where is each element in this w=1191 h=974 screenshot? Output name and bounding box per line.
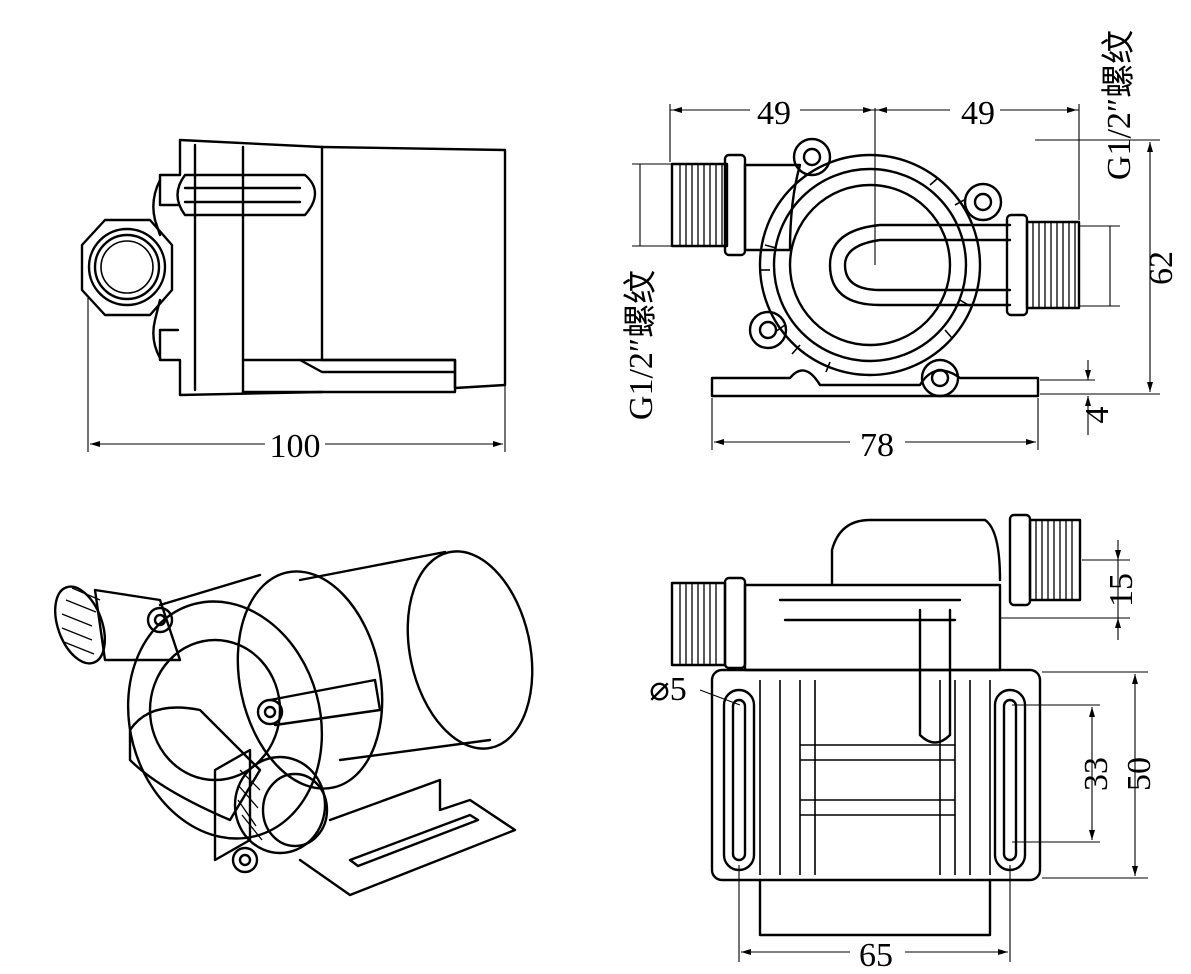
dim-base-78: 78 — [711, 398, 1039, 464]
dim-port-15: 15 — [1000, 540, 1140, 640]
dim-label-50: 50 — [1121, 757, 1158, 791]
outlet-elbow — [828, 223, 1012, 307]
mount-boss — [963, 182, 1003, 222]
pump-housing — [758, 153, 982, 377]
inlet-hex-nut — [80, 218, 174, 317]
mount-slot — [722, 688, 756, 872]
dim-hole-5: ⌀5 — [649, 671, 741, 708]
outlet-tube — [176, 173, 317, 217]
dim-label-15: 15 — [1103, 573, 1140, 607]
mount-boss — [792, 137, 832, 177]
dim-outlet-thread — [1080, 225, 1120, 307]
bottom-elbow — [830, 518, 1002, 587]
inlet-thread-note: G1/2″螺纹 — [622, 270, 660, 420]
dim-label-33: 33 — [1078, 757, 1115, 791]
dim-label-100: 100 — [270, 428, 321, 465]
bottom-base-plate — [710, 668, 1042, 882]
dim-slot-33: 33 — [1012, 704, 1115, 843]
dim-label-4: 4 — [1079, 407, 1116, 424]
mount-boss — [920, 358, 960, 398]
dim-height-62: 62 — [1035, 139, 1180, 395]
isometric-view — [54, 550, 534, 897]
mount-boss — [748, 310, 788, 350]
dim-depth-50: 50 — [1042, 671, 1158, 879]
motor-cylinder-end — [406, 550, 534, 750]
dim-label-65: 65 — [859, 937, 893, 974]
dim-label-78: 78 — [860, 427, 894, 464]
dim-width-100: 100 — [87, 298, 506, 465]
dim-label-49-right: 49 — [961, 95, 995, 132]
front-view: 49 49 62 4 — [622, 30, 1180, 464]
dim-base-4: 4 — [1040, 360, 1116, 435]
iso-inlet — [93, 588, 182, 662]
front-base — [710, 369, 1040, 398]
mount-slot — [993, 688, 1027, 872]
pump-frame — [158, 138, 324, 397]
dim-label-hole: ⌀5 — [649, 671, 686, 708]
side-view: 100 — [80, 138, 507, 465]
dim-offsets-49: 49 49 — [669, 95, 1080, 220]
iso-base — [298, 778, 517, 897]
pump-head — [126, 600, 324, 840]
iso-outlet-elbow — [128, 706, 262, 822]
dim-span-65: 65 — [738, 865, 1011, 974]
inlet-pipe — [743, 163, 802, 252]
dim-label-49-left: 49 — [757, 95, 791, 132]
dim-inlet-thread — [632, 163, 675, 247]
dim-label-62: 62 — [1143, 251, 1180, 285]
bottom-view: 15 ⌀5 33 50 — [649, 513, 1158, 974]
outlet-thread-note: G1/2″螺纹 — [1100, 30, 1138, 180]
motor-housing — [320, 145, 507, 390]
base-plate — [241, 358, 457, 394]
